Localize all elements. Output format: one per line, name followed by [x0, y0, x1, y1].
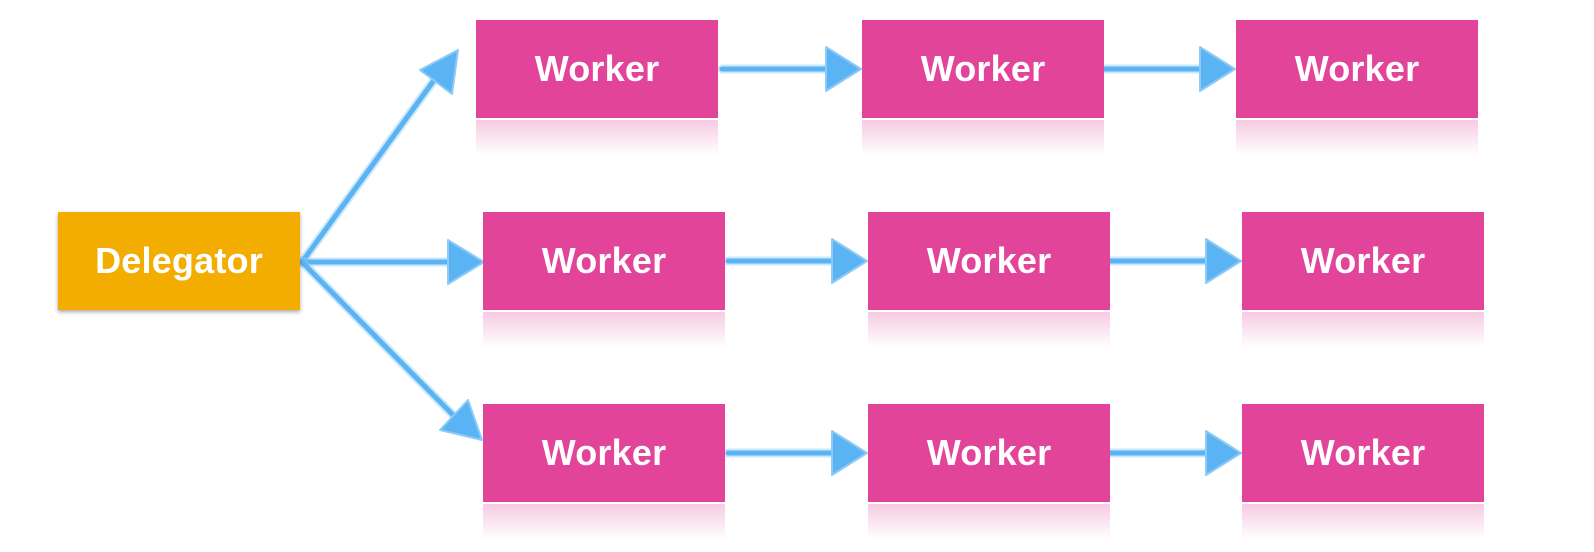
- worker-box-row-1-col-2: Worker: [862, 20, 1104, 156]
- worker-reflection: [862, 120, 1104, 156]
- delegator-label: Delegator: [95, 240, 263, 281]
- worker-box-row-3-col-2: Worker: [868, 404, 1110, 540]
- delegator-box: Delegator: [58, 212, 300, 310]
- worker-box-row-2-col-3: Worker: [1242, 212, 1484, 348]
- worker-reflection: [1242, 504, 1484, 540]
- worker-box-row-3-col-1: Worker: [483, 404, 725, 540]
- worker-label: Worker: [926, 240, 1052, 281]
- worker-label: Worker: [541, 432, 667, 473]
- worker-reflection: [868, 504, 1110, 540]
- worker-box-row-3-col-3: Worker: [1242, 404, 1484, 540]
- worker-reflection: [1242, 312, 1484, 348]
- arrow-row-1-worker-2-to-3: [1092, 46, 1236, 92]
- worker-label: Worker: [541, 240, 667, 281]
- worker-reflection: [1236, 120, 1478, 156]
- worker-label: Worker: [1294, 48, 1420, 89]
- arrow-row-2-worker-1-to-2: [723, 238, 868, 284]
- arrow-row-3-worker-1-to-2: [723, 430, 868, 476]
- arrow-delegator-to-row-3: [297, 257, 483, 441]
- worker-label: Worker: [926, 432, 1052, 473]
- worker-label: Worker: [534, 48, 660, 89]
- arrow-row-2-worker-2-to-3: [1098, 238, 1242, 284]
- worker-box-row-2-col-1: Worker: [483, 212, 725, 348]
- worker-reflection: [868, 312, 1110, 348]
- arrow-delegator-to-row-2: [297, 239, 485, 285]
- arrow-row-1-worker-1-to-2: [717, 46, 862, 92]
- arrow-row-3-worker-2-to-3: [1098, 430, 1242, 476]
- worker-box-row-1-col-3: Worker: [1236, 20, 1478, 156]
- worker-label: Worker: [1300, 432, 1426, 473]
- arrow-delegator-to-row-1: [297, 49, 459, 267]
- worker-reflection: [476, 120, 718, 156]
- worker-reflection: [483, 504, 725, 540]
- worker-label: Worker: [920, 48, 1046, 89]
- worker-reflection: [483, 312, 725, 348]
- worker-label: Worker: [1300, 240, 1426, 281]
- worker-box-row-2-col-2: Worker: [868, 212, 1110, 348]
- worker-box-row-1-col-1: Worker: [476, 20, 718, 156]
